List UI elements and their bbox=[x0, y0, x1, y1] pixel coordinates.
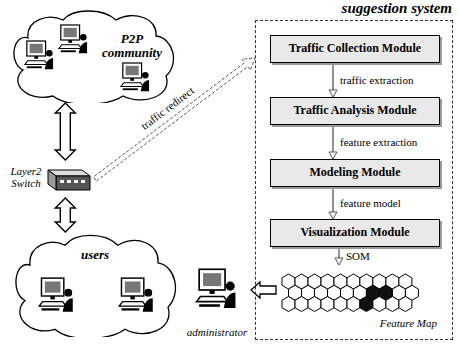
module-box: Traffic Collection Module bbox=[270, 35, 440, 63]
edge-label: SOM bbox=[344, 250, 372, 263]
computer-icon bbox=[25, 41, 53, 69]
users-cloud: users bbox=[10, 232, 180, 337]
node-label: suggestion system bbox=[342, 0, 452, 17]
connector bbox=[94, 58, 256, 181]
feature-map: Feature Map bbox=[276, 265, 441, 333]
connector bbox=[55, 198, 75, 232]
connector bbox=[329, 152, 337, 159]
computer-icon bbox=[39, 278, 73, 312]
edge-label: traffic extraction bbox=[338, 74, 415, 87]
edge-label: feature extraction bbox=[338, 136, 419, 149]
connector bbox=[338, 247, 339, 258]
som-cell bbox=[308, 297, 321, 312]
connector bbox=[329, 212, 337, 219]
connector bbox=[329, 90, 337, 97]
computer-icon bbox=[121, 63, 149, 91]
som-cell bbox=[321, 297, 334, 312]
som-cell bbox=[399, 297, 412, 312]
admin-computer-icon bbox=[197, 269, 236, 308]
admin-node: administrator bbox=[183, 265, 251, 340]
module-box: Traffic Analysis Module bbox=[270, 97, 440, 125]
node-label: users bbox=[70, 248, 120, 262]
som-cell bbox=[386, 297, 399, 312]
connector bbox=[332, 63, 333, 90]
module-box: Modeling Module bbox=[270, 159, 440, 187]
computer-icon bbox=[59, 25, 87, 53]
connector bbox=[335, 258, 343, 265]
node-label: Layer2 Switch bbox=[5, 165, 47, 189]
node-label: Feature Map bbox=[380, 317, 437, 329]
node-label: Modeling Module bbox=[309, 166, 400, 179]
node-label: administrator bbox=[183, 326, 251, 338]
node-label: P2P community bbox=[94, 32, 170, 61]
computer-icon bbox=[119, 278, 153, 312]
node-label: Traffic Analysis Module bbox=[293, 104, 416, 117]
som-cell bbox=[334, 297, 347, 312]
som-cell bbox=[347, 297, 360, 312]
connector bbox=[332, 187, 333, 212]
switch-icon bbox=[48, 170, 90, 190]
suggestion-system: suggestion systemTraffic Collection Modu… bbox=[255, 20, 453, 340]
som-cell bbox=[360, 297, 373, 312]
switch-node: Layer2 Switch bbox=[5, 160, 95, 198]
connector bbox=[332, 125, 333, 152]
som-cell bbox=[295, 297, 308, 312]
p2p-cloud: P2P community bbox=[8, 8, 178, 103]
edge-label: feature model bbox=[338, 197, 403, 210]
node-label: Visualization Module bbox=[300, 226, 409, 239]
som-grid bbox=[282, 274, 418, 312]
som-cell bbox=[282, 297, 295, 312]
node-label: Traffic Collection Module bbox=[289, 42, 421, 55]
som-cell bbox=[373, 297, 386, 312]
connector bbox=[55, 103, 75, 160]
module-box: Visualization Module bbox=[270, 219, 440, 247]
